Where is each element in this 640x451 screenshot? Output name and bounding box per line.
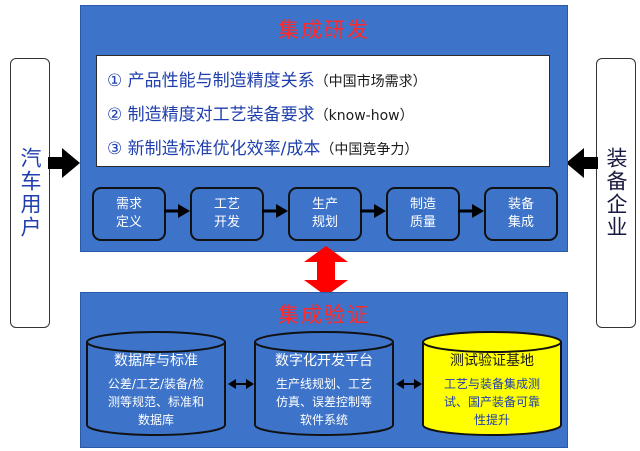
step-arrow-icon — [262, 204, 288, 218]
integrated-verification-title: 集成验证 — [278, 303, 370, 327]
step-3-line2: 规划 — [311, 215, 338, 230]
key-point-3-note: （中国竞争力） — [320, 142, 419, 158]
automotive-user-label: 汽车用户 — [18, 147, 42, 239]
cylinder-shape — [254, 331, 394, 436]
step-requirement-definition: 需求 定义 — [92, 187, 166, 241]
test-verification-line-3: 性提升 — [473, 413, 510, 427]
database-standards-line-2: 测等规范、标准和 — [107, 395, 204, 409]
step-4-line1: 制造 — [409, 197, 436, 212]
key-point-2-text: ② 制造精度对工艺装备要求 — [107, 105, 315, 125]
automotive-user-box: 汽车用户 — [10, 58, 50, 328]
step-2-line2: 开发 — [213, 215, 240, 230]
cylinder-shape — [86, 331, 226, 436]
database-standards-title: 数据库与标准 — [114, 353, 198, 369]
digital-platform-line-3: 软件系统 — [299, 413, 348, 427]
key-point-1-text: ① 产品性能与制造精度关系 — [107, 71, 315, 91]
database-standards-cylinder: 数据库与标准 公差/工艺/装备/检 测等规范、标准和 数据库 — [86, 331, 226, 437]
key-points-box: ① 产品性能与制造精度关系（中国市场需求） ② 制造精度对工艺装备要求（know… — [96, 55, 550, 167]
key-point-3: ③ 新制造标准优化效率/成本（中国竞争力） — [107, 134, 418, 159]
test-verification-line-2: 试、国产装备可靠 — [443, 395, 540, 409]
digital-platform-cylinder: 数字化开发平台 生产线规划、工艺 仿真、误差控制等 软件系统 — [254, 331, 394, 437]
equipment-enterprise-label: 装备企业 — [604, 147, 628, 239]
integrated-rd-title: 集成研发 — [278, 18, 370, 42]
step-manufacturing-quality: 制造 质量 — [386, 187, 460, 241]
test-verification-line-1: 工艺与装备集成测 — [443, 377, 540, 391]
test-verification-title: 测试验证基地 — [450, 353, 534, 369]
step-1-line2: 定义 — [115, 215, 142, 230]
digital-platform-title: 数字化开发平台 — [275, 353, 373, 369]
equipment-enterprise-box: 装备企业 — [596, 58, 636, 328]
step-5-line2: 集成 — [507, 215, 534, 230]
right-arrow-icon — [566, 148, 598, 178]
digital-platform-line-1: 生产线规划、工艺 — [275, 377, 372, 391]
step-equipment-integration: 装备 集成 — [484, 187, 558, 241]
cylinder-shape — [422, 331, 562, 436]
key-point-2: ② 制造精度对工艺装备要求（know-how） — [107, 100, 414, 125]
bidirectional-arrow-icon — [396, 379, 422, 389]
step-3-line1: 生产 — [311, 197, 338, 212]
key-point-3-text: ③ 新制造标准优化效率/成本 — [107, 139, 321, 159]
test-verification-cylinder: 测试验证基地 工艺与装备集成测 试、国产装备可靠 性提升 — [422, 331, 562, 437]
step-process-development: 工艺 开发 — [190, 187, 264, 241]
digital-platform-line-2: 仿真、误差控制等 — [275, 395, 372, 409]
step-arrow-icon — [458, 204, 484, 218]
key-point-1: ① 产品性能与制造精度关系（中国市场需求） — [107, 66, 427, 91]
bidirectional-arrow-icon — [228, 379, 254, 389]
step-1-line1: 需求 — [115, 197, 142, 212]
key-point-1-note: （中国市场需求） — [314, 74, 427, 90]
left-arrow-icon — [48, 148, 80, 178]
database-standards-line-3: 数据库 — [137, 413, 174, 427]
step-5-line1: 装备 — [507, 197, 534, 212]
step-production-planning: 生产 规划 — [288, 187, 362, 241]
step-arrow-icon — [360, 204, 386, 218]
step-4-line2: 质量 — [409, 215, 436, 230]
database-standards-line-1: 公差/工艺/装备/检 — [107, 377, 205, 391]
double-arrow-icon — [304, 246, 348, 296]
step-arrow-icon — [164, 204, 190, 218]
key-point-2-note: （know-how） — [314, 108, 414, 124]
step-2-line1: 工艺 — [213, 197, 240, 212]
